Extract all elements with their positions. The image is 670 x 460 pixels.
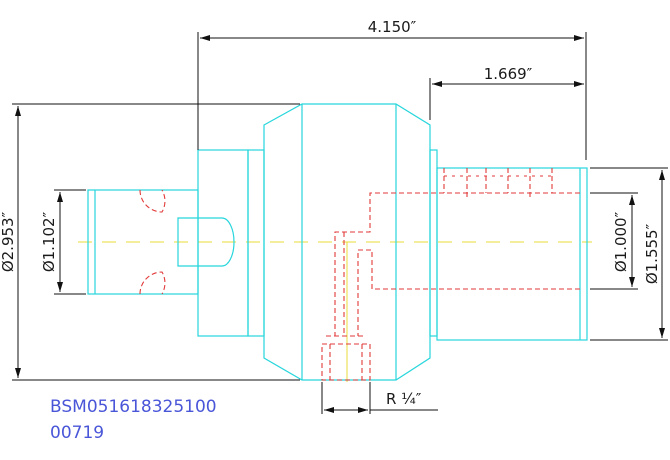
centerlines: [78, 241, 592, 382]
hidden-features: [139, 168, 580, 381]
shank-length-label: 1.669″: [484, 65, 533, 83]
part-code: 00719: [50, 423, 104, 443]
port-thread: [321, 343, 371, 381]
overall-length-label: 4.150″: [368, 18, 417, 36]
left-diameter-label: Ø1.102″: [40, 211, 58, 272]
dimension-labels: 4.150″ 1.669″ Ø2.953″ Ø1.102″ Ø1.000″ Ø1…: [0, 18, 661, 408]
part-identifier: BSM051618325100 00719: [50, 397, 217, 443]
part-number: BSM051618325100: [50, 397, 217, 417]
body-diameter-label: Ø2.953″: [0, 211, 17, 272]
key-nub: [177, 217, 235, 267]
flange: [197, 149, 249, 337]
bore-lower: [357, 249, 580, 336]
shank-diameter-label: Ø1.555″: [643, 223, 661, 284]
bore-upper: [334, 192, 580, 336]
port-thread-label: R ¼″: [386, 390, 422, 408]
shank: [436, 167, 588, 341]
part-outline: [87, 103, 588, 381]
main-body: [263, 103, 431, 381]
left-cutout-bottom: [139, 271, 166, 295]
left-cutout-top: [139, 189, 166, 213]
dimension-lines: [12, 32, 668, 414]
bore-diameter-label: Ø1.000″: [612, 211, 630, 272]
